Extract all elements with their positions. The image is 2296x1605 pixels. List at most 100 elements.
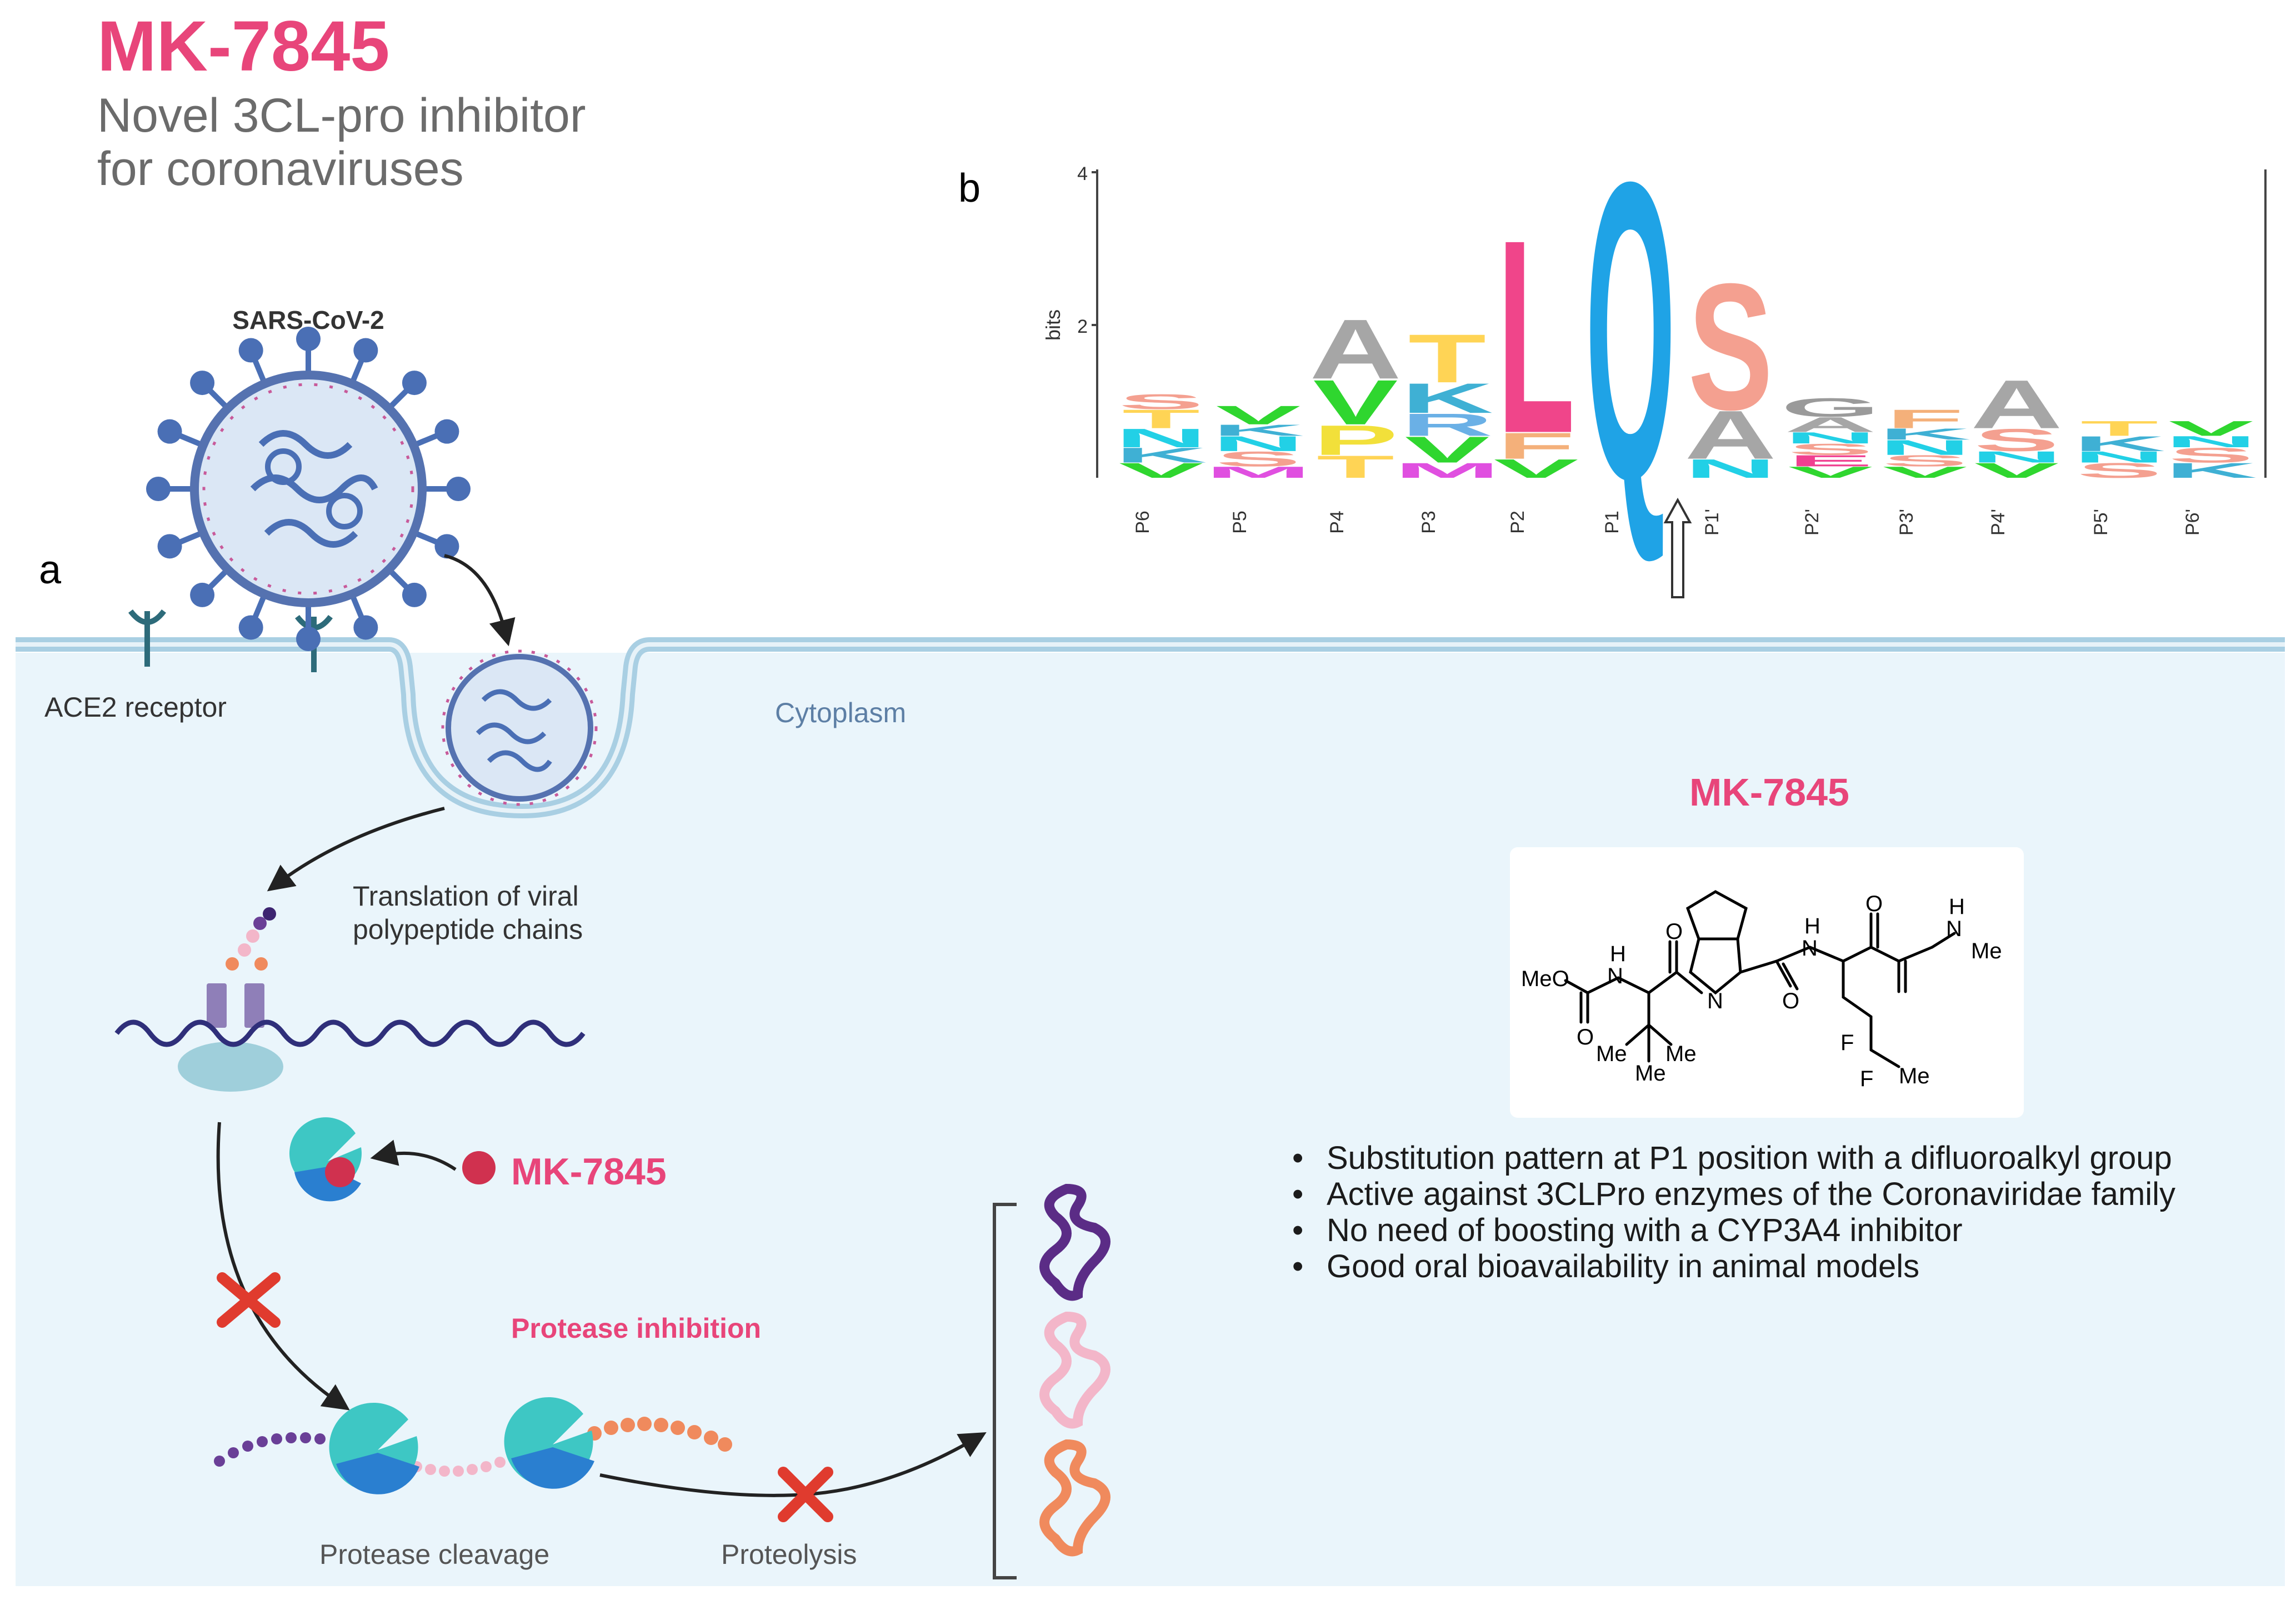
translation-arrow <box>267 807 445 892</box>
inhibitor-label: MK-7845 <box>511 1151 667 1193</box>
cleavage-path-arrow <box>216 1122 350 1411</box>
polypeptide-chain-right <box>587 1417 732 1452</box>
logo-y-axis-label: bits <box>1042 309 1064 341</box>
chemical-structure-panel: MeO H N O Me Me Me N O H N O O H N Me F … <box>1510 847 2024 1118</box>
virus-spike-head <box>157 534 182 559</box>
logo-letter: V <box>1216 401 1301 430</box>
atom-me5: Me <box>1899 1064 1930 1088</box>
virus-spike-head <box>353 615 378 640</box>
cleaved-protein-3 <box>1039 1439 1111 1557</box>
translation-label-line-1: Translation of viral <box>353 881 579 912</box>
atom-f1: F <box>1840 1031 1854 1055</box>
chemical-structure: MeO H N O Me Me Me N O H N O O H N Me F … <box>1521 890 2002 1091</box>
logo-x-label: P3' <box>1896 509 1917 536</box>
cytoplasm-label: Cytoplasm <box>775 697 906 728</box>
virus-spikes <box>146 327 471 651</box>
logo-letter: E <box>1788 452 1873 469</box>
atom-me1: Me <box>1596 1042 1627 1066</box>
logo-letter: K <box>2073 432 2165 456</box>
logo-letter: S <box>1974 422 2059 458</box>
inhibitor-binding-arrow <box>370 1139 457 1171</box>
proteolysis-label: Proteolysis <box>721 1539 857 1570</box>
logo-letter: M <box>1205 463 1312 481</box>
logo-letter: V <box>1883 463 1968 481</box>
logo-letter: V <box>1788 463 1873 481</box>
logo-letter: T <box>1408 320 1486 397</box>
virus-spike-head <box>296 327 321 351</box>
atom-me2: Me <box>1635 1061 1666 1086</box>
logo-letter: V <box>1494 454 1579 483</box>
logo-letter: K <box>1401 374 1493 422</box>
logo-x-label: P3 <box>1418 511 1439 534</box>
atom-n3: N <box>1802 936 1818 961</box>
logo-letter: V <box>1974 458 2059 482</box>
virus-spike-head <box>296 627 321 651</box>
virus-spike-head <box>446 477 471 501</box>
logo-axes: 4 2 bits <box>1042 163 2267 478</box>
virus-particle <box>190 371 427 607</box>
atom-o2: O <box>1665 919 1683 944</box>
logo-letter: V <box>1119 458 1204 482</box>
logo-letter: S <box>2169 443 2254 467</box>
virus-spike-head <box>238 338 263 363</box>
atom-o4: O <box>1865 892 1883 916</box>
logo-letter: A <box>1684 397 1777 474</box>
logo-letter: S <box>1788 441 1873 458</box>
logo-x-label: P1 <box>1602 511 1623 534</box>
atom-h1: H <box>1610 942 1626 966</box>
logo-letter: N <box>2073 448 2165 466</box>
virus-spike-head <box>238 615 263 640</box>
logo-x-label: P6 <box>1132 511 1153 534</box>
logo-letter: T <box>1122 404 1200 434</box>
panel-label-b: b <box>958 166 981 211</box>
protease-1 <box>329 1402 419 1494</box>
virus-spike-head <box>157 419 182 444</box>
logo-letter: Q <box>1585 144 1675 568</box>
logo-letter: F <box>1497 425 1575 467</box>
protease-inhibition-label: Protease inhibition <box>511 1313 761 1344</box>
inhibitor-molecule <box>462 1151 496 1184</box>
logo-letter: M <box>1394 458 1500 482</box>
logo-letter: T <box>2080 417 2158 441</box>
logo-x-label: P2 <box>1507 511 1528 534</box>
logo-x-label: P6' <box>2182 509 2203 536</box>
compound-note: No need of boosting with a CYP3A4 inhibi… <box>1289 1212 2175 1248</box>
logo-ytick-label-2: 2 <box>1077 316 1088 337</box>
compound-note: Active against 3CLPro enzymes of the Cor… <box>1289 1176 2175 1212</box>
logo-letter: N <box>1784 429 1877 447</box>
logo-letter: V <box>1313 367 1398 438</box>
logo-letter: V <box>2169 417 2254 441</box>
logo-letter: K <box>2165 458 2257 482</box>
page-subtitle: Novel 3CL-pro inhibitor for coronaviruse… <box>97 89 586 196</box>
atom-n2: N <box>1707 989 1723 1013</box>
logo-letter: V <box>1405 429 1490 471</box>
virus-spike-head <box>190 371 215 396</box>
atom-meo: MeO <box>1521 967 1569 991</box>
cell-membrane <box>16 637 2285 819</box>
subtitle-line-2: for coronaviruses <box>97 142 464 196</box>
virus-spike-head <box>353 338 378 363</box>
atom-f2: F <box>1860 1067 1873 1091</box>
viral-mrna <box>114 1019 586 1047</box>
virus-spike-head <box>402 582 427 607</box>
cleaved-protein-1 <box>1039 1183 1111 1301</box>
logo-letter: N <box>1115 423 1207 453</box>
atom-me4: Me <box>1971 939 2002 963</box>
logo-x-label: P5 <box>1229 511 1250 534</box>
subtitle-line-1: Novel 3CL-pro inhibitor <box>97 89 586 142</box>
atom-o3: O <box>1782 989 1799 1013</box>
logo-letter: K <box>1212 421 1304 439</box>
cleavage-site-arrow <box>1663 497 1692 598</box>
logo-letter: N <box>2165 433 2257 451</box>
logo-x-label: P1' <box>1702 509 1723 536</box>
inhibit-cross-1 <box>217 1272 281 1328</box>
inhibit-cross-2 <box>778 1467 833 1522</box>
cleaved-protein-2 <box>1039 1311 1111 1429</box>
logo-letter: L <box>1497 182 1575 491</box>
atom-h2: H <box>1804 914 1820 938</box>
logo-letter: A <box>1970 366 2063 443</box>
compound-note: Substitution pattern at P1 position with… <box>1289 1140 2175 1176</box>
